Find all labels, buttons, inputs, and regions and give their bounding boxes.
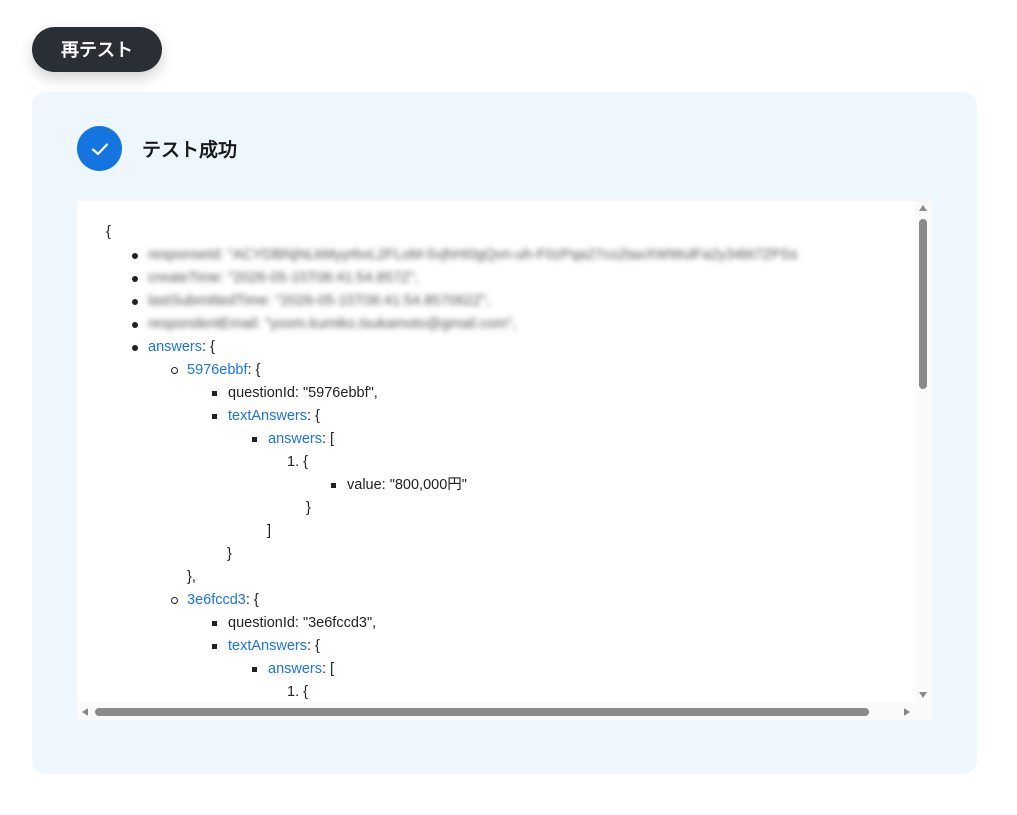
json-row-q2: 3e6fccd3: {	[171, 589, 259, 612]
json-response-id: responseId: "ACYDBNjNLkMyyrbvL2FLoM-5vjh…	[148, 247, 798, 263]
json-row-q2-question-id: questionId: "3e6fccd3",	[212, 612, 376, 635]
scroll-left-arrow-icon[interactable]	[82, 708, 88, 716]
json-row-respondent-email: respondentEmail: "yoom.kumiko.tsukamoto@…	[132, 313, 516, 336]
json-key-q2-text-answers[interactable]: textAnswers	[228, 638, 307, 654]
json-q1-answers-suffix: : [	[322, 431, 335, 447]
json-q1-text-answers-suffix: : {	[306, 408, 320, 424]
json-row-q1-value: value: "800,000円"	[331, 474, 467, 497]
json-key-q2-answers[interactable]: answers	[268, 661, 322, 677]
json-key-q1[interactable]: 5976ebbf	[187, 362, 248, 378]
bullet-disc	[132, 344, 138, 351]
scroll-down-arrow-icon[interactable]	[919, 692, 927, 698]
bullet-square	[212, 391, 217, 396]
json-row-q1-answers: answers: [	[252, 428, 334, 451]
json-row-q1: 5976ebbf: {	[171, 359, 260, 382]
bullet-square	[212, 644, 217, 649]
json-row-q1-text-answers: textAnswers: {	[212, 405, 320, 428]
json-q1-item: 1. {	[287, 454, 308, 470]
json-key-q1-answers[interactable]: answers	[268, 431, 322, 447]
json-content: { responseId: "ACYDBNjNLkMyyrbvL2FLoM-5v…	[77, 201, 915, 701]
horizontal-scrollbar[interactable]	[77, 703, 932, 720]
json-key-q1-text-answers[interactable]: textAnswers	[228, 408, 307, 424]
json-row-create-time: createTime: "2026-05-15T06:41:54.857Z",	[132, 267, 419, 290]
json-respondent-email: respondentEmail: "yoom.kumiko.tsukamoto@…	[148, 316, 517, 332]
bullet-circle	[171, 597, 178, 604]
test-status-text: テスト成功	[142, 139, 238, 161]
json-q2-item: 1. {	[287, 684, 308, 700]
json-last-submitted-time: lastSubmittedTime: "2026-05-15T06:41:54.…	[148, 293, 491, 309]
retest-button[interactable]: 再テスト	[32, 27, 162, 72]
json-q2-question-id: questionId: "3e6fccd3",	[228, 615, 377, 631]
json-q1-question-id: questionId: "5976ebbf",	[228, 385, 378, 401]
json-row-q2-text-answers: textAnswers: {	[212, 635, 320, 658]
json-row-q2-answers: answers: [	[252, 658, 334, 681]
json-q1-close: },	[187, 569, 196, 585]
bullet-disc	[132, 275, 138, 282]
json-q2-suffix: : {	[245, 592, 259, 608]
json-create-time: createTime: "2026-05-15T06:41:54.857Z",	[148, 270, 419, 286]
json-row-answers: answers: {	[132, 336, 215, 359]
json-open-brace: {	[106, 224, 111, 240]
bullet-disc	[132, 252, 138, 259]
horizontal-scroll-thumb[interactable]	[95, 708, 869, 716]
json-key-q2[interactable]: 3e6fccd3	[187, 592, 246, 608]
bullet-square	[212, 621, 217, 626]
vertical-scrollbar[interactable]	[915, 201, 932, 703]
json-q1-close-array: ]	[267, 523, 272, 539]
vertical-scroll-thumb[interactable]	[919, 219, 927, 389]
bullet-square	[331, 483, 336, 488]
bullet-square	[212, 414, 217, 419]
json-q1-close-item: }	[306, 500, 311, 516]
bullet-square	[252, 437, 257, 442]
json-q1-value: value: "800,000円"	[347, 477, 467, 493]
json-output-viewer[interactable]: { responseId: "ACYDBNjNLkMyyrbvL2FLoM-5v…	[77, 201, 932, 720]
test-result-panel: テスト成功 { responseId: "ACYDBNjNLkMyyrbvL2F…	[32, 92, 977, 774]
json-row-q1-question-id: questionId: "5976ebbf",	[212, 382, 378, 405]
json-q1-close-text-answers: }	[227, 546, 232, 562]
json-q2-answers-suffix: : [	[322, 661, 335, 677]
success-check-icon	[77, 126, 122, 171]
json-key-answers[interactable]: answers	[148, 339, 202, 355]
json-answers-suffix: : {	[202, 339, 215, 355]
bullet-circle	[171, 367, 178, 374]
bullet-disc	[132, 321, 138, 328]
json-row-response-id: responseId: "ACYDBNjNLkMyyrbvL2FLoM-5vjh…	[132, 244, 798, 267]
scroll-up-arrow-icon[interactable]	[919, 205, 927, 211]
json-row-last-submitted: lastSubmittedTime: "2026-05-15T06:41:54.…	[132, 290, 491, 313]
scroll-right-arrow-icon[interactable]	[904, 708, 910, 716]
bullet-square	[252, 667, 257, 672]
json-q1-suffix: : {	[247, 362, 261, 378]
json-q2-text-answers-suffix: : {	[306, 638, 320, 654]
bullet-disc	[132, 298, 138, 305]
